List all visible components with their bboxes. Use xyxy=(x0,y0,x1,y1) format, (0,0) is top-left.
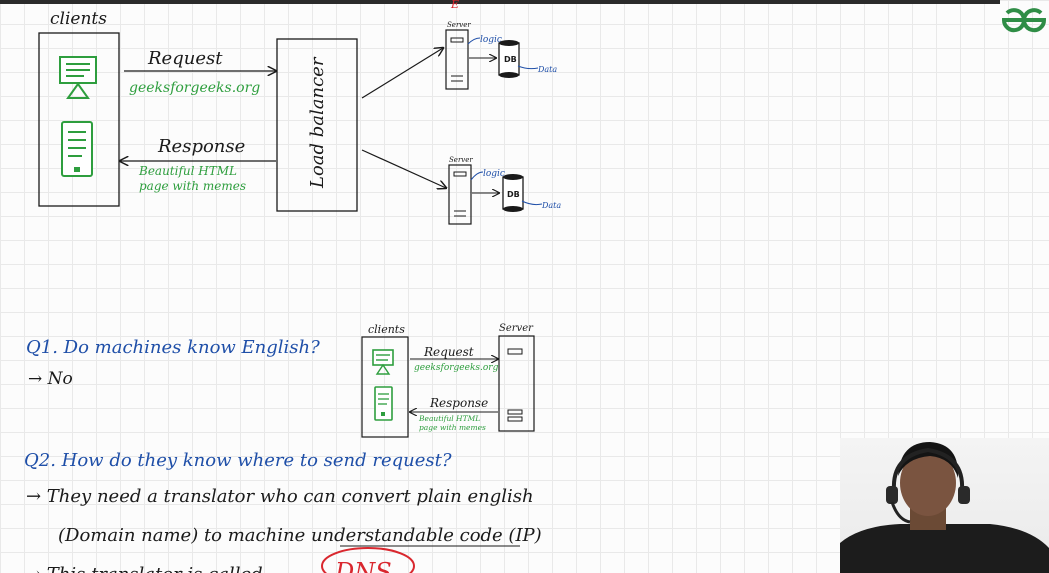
server-icon xyxy=(448,164,472,225)
dns-label: DNS xyxy=(334,558,392,573)
question-1: Q1. Do machines know English? xyxy=(26,337,320,358)
red-mark: E xyxy=(450,0,459,11)
clients-box xyxy=(38,32,120,207)
server1-label: Server xyxy=(447,21,471,29)
answer-2-line1: → They need a translator who can convert… xyxy=(26,486,534,507)
logic-label: logic xyxy=(480,35,502,45)
presenter-webcam xyxy=(840,438,1049,573)
load-balancer-box xyxy=(276,38,358,212)
mobile-icon xyxy=(374,386,393,421)
logic-label: logic xyxy=(483,169,505,179)
small-response-body-line1: Beautiful HTML xyxy=(418,414,480,423)
db1-label: DB xyxy=(504,55,517,64)
small-response-label: Response xyxy=(429,396,488,410)
small-server-label: Server xyxy=(499,323,534,334)
lb-to-server1-arrow xyxy=(361,48,443,99)
window-top-bar xyxy=(0,0,1000,4)
database-icon xyxy=(502,174,524,212)
small-request-label: Request xyxy=(423,345,474,359)
load-balancer-label: Load balancer xyxy=(307,56,328,189)
request-url: geeksforgeeks.org xyxy=(129,80,260,96)
small-request-url: geeksforgeeks.org xyxy=(414,363,499,373)
answer-2-line3: → This translator is called xyxy=(26,564,263,573)
small-clients-box xyxy=(361,336,409,438)
question-2: Q2. How do they know where to send reque… xyxy=(24,450,452,471)
db2-label: DB xyxy=(507,190,520,199)
request-label: Request xyxy=(147,48,223,69)
clients-label: clients xyxy=(50,9,107,29)
answer-1: → No xyxy=(28,369,73,389)
desktop-icon xyxy=(372,349,394,375)
data-pointer xyxy=(521,200,543,206)
response-label: Response xyxy=(157,136,245,157)
data-label: Data xyxy=(541,201,561,210)
lb-to-server2-arrow xyxy=(361,149,446,188)
server-icon xyxy=(498,335,535,432)
dns-circle xyxy=(321,547,415,573)
server2-label: Server xyxy=(449,156,473,164)
presenter-figure xyxy=(840,442,1049,573)
database-icon xyxy=(498,40,520,78)
logic-pointer xyxy=(470,171,484,181)
data-label: Data xyxy=(537,65,557,74)
data-pointer xyxy=(517,65,539,70)
response-body-line1: Beautiful HTML xyxy=(138,164,237,178)
small-response-body-line2: page with memes xyxy=(419,423,486,432)
geeksforgeeks-logo xyxy=(1001,8,1047,33)
answer-2-line2: (Domain name) to machine understandable … xyxy=(58,525,542,546)
server-icon xyxy=(445,29,469,90)
small-clients-label: clients xyxy=(368,323,405,336)
desktop-icon xyxy=(59,56,97,99)
logic-pointer xyxy=(467,37,481,45)
response-body-line2: page with memes xyxy=(139,179,246,193)
mobile-icon xyxy=(61,121,93,177)
